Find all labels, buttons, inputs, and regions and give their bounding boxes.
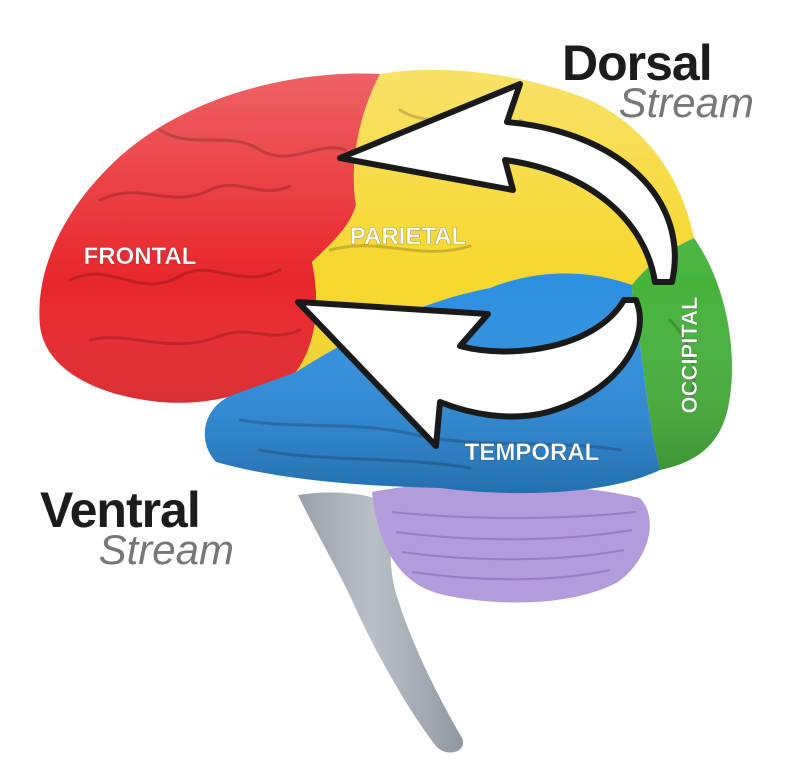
dorsal-stream-title: Dorsal Stream (562, 38, 762, 124)
ventral-stream-arrow (295, 297, 643, 449)
frontal-label: FRONTAL (84, 243, 197, 270)
cerebellum-folds (391, 511, 637, 581)
dorsal-stream-arrow (337, 81, 678, 285)
cerebellum (372, 482, 650, 603)
parietal-label: PARIETAL (350, 223, 466, 250)
occipital-label: OCCIPITAL (677, 297, 702, 414)
ventral-stream-title: Ventral Stream (40, 485, 240, 571)
ventral-stream-subtitle: Stream (98, 526, 234, 573)
ventral-stream-heading: Ventral (40, 482, 201, 538)
dorsal-stream-subtitle: Stream (618, 79, 754, 126)
brainstem-shade (298, 492, 464, 753)
dorsal-stream-heading: Dorsal (562, 35, 713, 91)
temporal-label: TEMPORAL (465, 439, 600, 466)
